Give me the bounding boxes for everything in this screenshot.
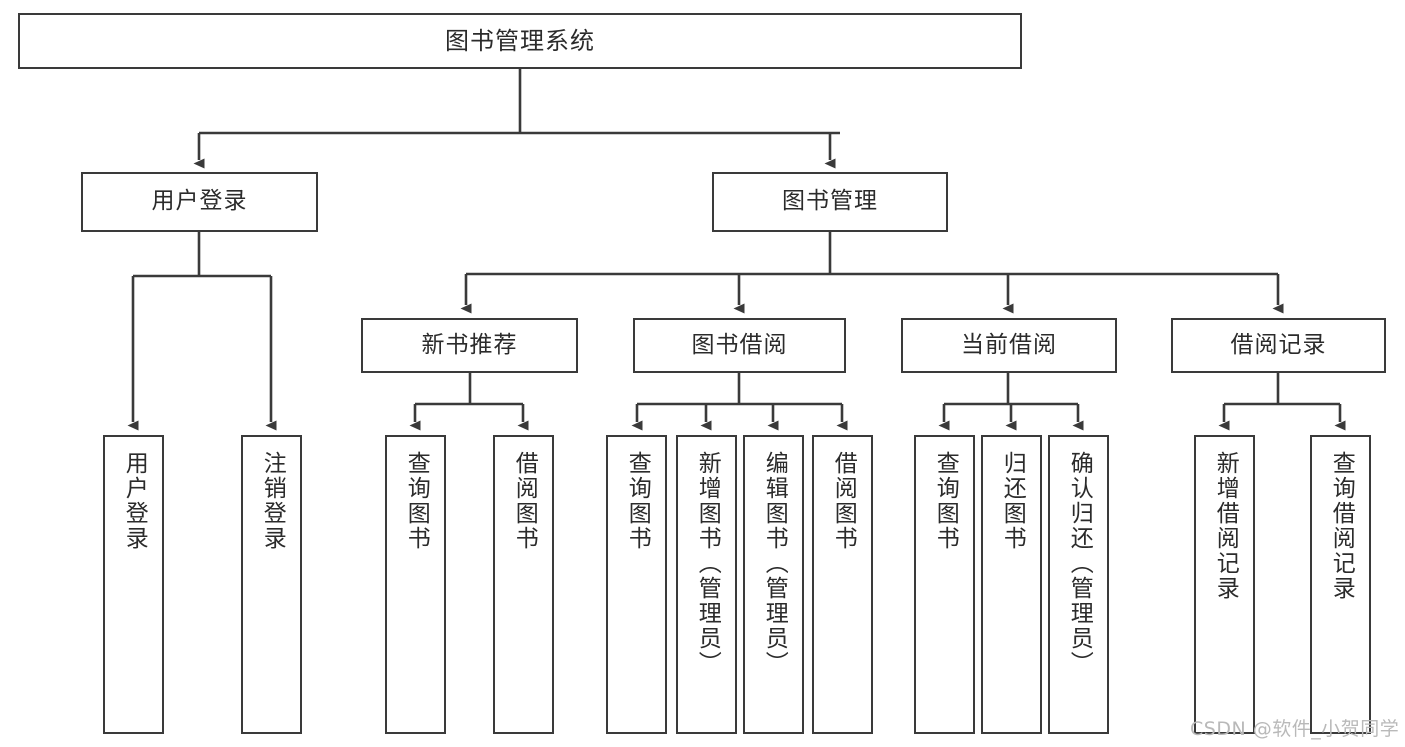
node-leaf-confirm-return[interactable]: 确认归还（管理员） [1048, 435, 1109, 734]
node-user-login-label: 用户登录 [151, 188, 248, 215]
node-leaf-logout-login[interactable]: 注销登录 [241, 435, 302, 734]
node-leaf-user-login-label: 用户登录 [121, 451, 148, 551]
node-leaf-borrow-book-1[interactable]: 借阅图书 [493, 435, 554, 734]
node-leaf-user-login[interactable]: 用户登录 [103, 435, 164, 734]
node-current-borrow[interactable]: 当前借阅 [901, 318, 1117, 373]
node-leaf-add-record-label: 新增借阅记录 [1212, 451, 1239, 601]
node-root[interactable]: 图书管理系统 [18, 13, 1022, 69]
node-leaf-query-book-3[interactable]: 查询图书 [914, 435, 975, 734]
node-leaf-logout-login-label: 注销登录 [259, 451, 286, 551]
node-borrow-record[interactable]: 借阅记录 [1171, 318, 1386, 373]
node-leaf-query-book-2[interactable]: 查询图书 [606, 435, 667, 734]
node-book-borrow-label: 图书借阅 [691, 331, 788, 358]
node-leaf-add-book[interactable]: 新增图书（管理员） [676, 435, 737, 734]
node-leaf-edit-book-label: 编辑图书（管理员） [761, 451, 788, 676]
node-leaf-borrow-book-2-label: 借阅图书 [830, 451, 857, 551]
node-user-login[interactable]: 用户登录 [81, 172, 318, 232]
node-leaf-query-book-1[interactable]: 查询图书 [385, 435, 446, 734]
node-leaf-borrow-book-2[interactable]: 借阅图书 [812, 435, 873, 734]
node-current-borrow-label: 当前借阅 [961, 331, 1057, 358]
node-leaf-return-book-label: 归还图书 [999, 451, 1026, 551]
node-root-label: 图书管理系统 [445, 26, 595, 55]
watermark: CSDN @软件_小贺同学 [1190, 718, 1400, 740]
node-leaf-add-book-label: 新增图书（管理员） [694, 451, 721, 676]
node-book-management[interactable]: 图书管理 [712, 172, 948, 232]
node-leaf-confirm-return-label: 确认归还（管理员） [1066, 451, 1093, 676]
node-leaf-edit-book[interactable]: 编辑图书（管理员） [743, 435, 804, 734]
node-leaf-return-book[interactable]: 归还图书 [981, 435, 1042, 734]
node-leaf-borrow-book-1-label: 借阅图书 [511, 451, 538, 551]
node-borrow-record-label: 借阅记录 [1230, 331, 1327, 358]
node-leaf-query-book-3-label: 查询图书 [932, 451, 959, 551]
node-leaf-query-record-label: 查询借阅记录 [1328, 451, 1355, 601]
node-book-management-label: 图书管理 [782, 188, 878, 215]
node-leaf-add-record[interactable]: 新增借阅记录 [1194, 435, 1255, 734]
node-new-book-recommend-label: 新书推荐 [421, 331, 518, 358]
node-new-book-recommend[interactable]: 新书推荐 [361, 318, 578, 373]
node-leaf-query-book-1-label: 查询图书 [403, 451, 430, 551]
node-book-borrow[interactable]: 图书借阅 [633, 318, 846, 373]
node-leaf-query-record[interactable]: 查询借阅记录 [1310, 435, 1371, 734]
node-leaf-query-book-2-label: 查询图书 [624, 451, 651, 551]
